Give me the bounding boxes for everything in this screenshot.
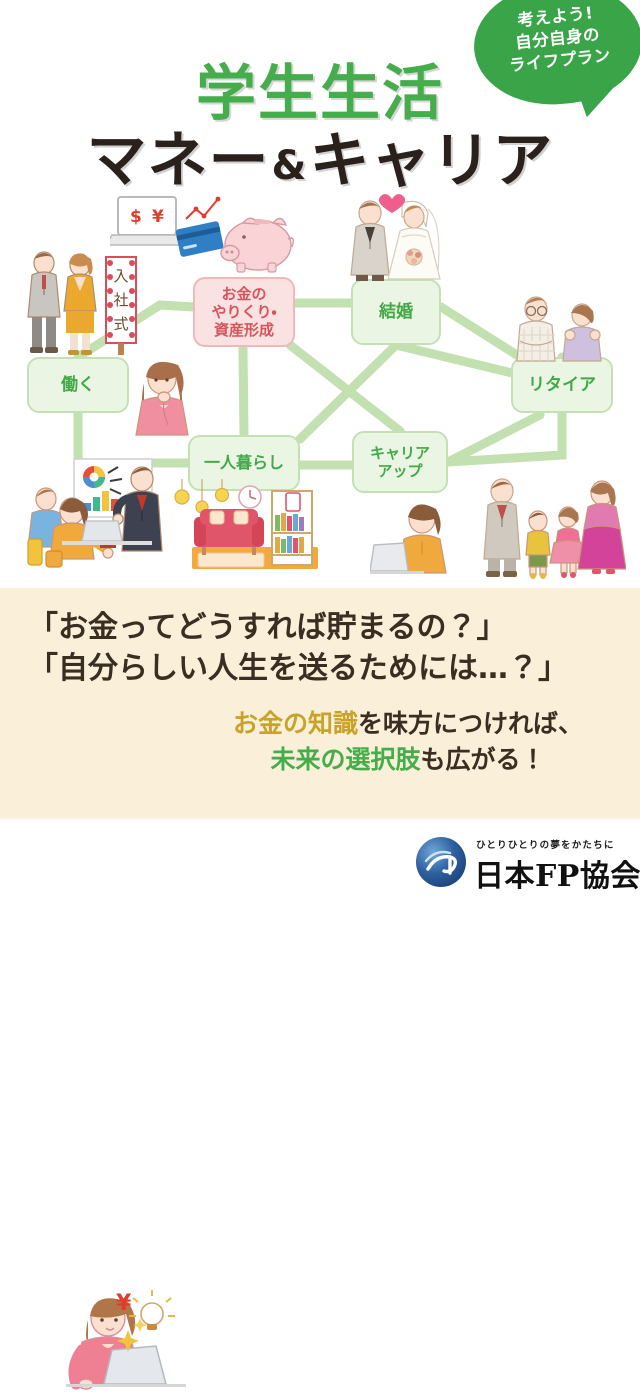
laptop-money-card-piggybank-illustration: $ ¥ [110,196,295,273]
quotes-block: 「お金ってどうすれば貯まるの？」 「自分らしい人生を送るためには…？」 [28,608,628,690]
ceremony-sign-char-1: 入 [113,267,128,285]
living-room-illustration [174,479,318,569]
title-money: マネー [86,126,270,196]
title-ampersand: & [271,143,308,189]
wedding-couple-illustration [350,193,441,281]
node-label: お金の やりくり・ 資産形成 [211,284,277,340]
diagram-node-living-alone[interactable]: 一人暮らし [188,435,300,491]
svg-text:$: $ [130,207,142,227]
cover-message-section: 「お金ってどうすれば貯まるの？」 「自分らしい人生を送るためには…？」 [0,588,640,1390]
message-highlight-future-options: 未来の選択肢 [270,744,421,774]
family-of-four-illustration [483,478,626,579]
message-rest-1: を味方につければ、 [358,709,584,738]
diagram-node-career-up[interactable]: キャリア アップ [352,431,448,493]
jafp-logo-mark-icon [416,837,466,887]
diagram-node-marriage[interactable]: 結婚 [351,279,441,345]
title-career: キャリア [309,126,554,196]
jafp-logo[interactable]: ひとりひとりの夢をかたちに 日本FP協会 [416,833,640,894]
seminar-presentation-illustration [27,458,163,568]
message-line-1: お金の知識を味方につければ、 [188,706,628,742]
message-rest-2: も広がる！ [420,744,546,774]
heart-icon [378,193,406,213]
node-label: 結婚 [379,301,413,322]
jafp-logo-name: 日本FP協会 [474,859,640,894]
woman-with-laptop-illustration [370,504,447,574]
retired-couple-illustration [516,296,602,362]
cover-footer: ひとりひとりの夢をかたちに 日本FP協会 [0,819,640,903]
key-message: お金の知識を味方につければ、 未来の選択肢も広がる！ [188,706,628,777]
quote-line-2: 「自分らしい人生を送るためには…？」 [28,650,568,686]
message-line-2: 未来の選択肢も広がる！ [188,742,628,778]
node-label: キャリア アップ [369,443,430,480]
node-label: 働く [61,374,95,395]
new-employee-ceremony-illustration: 入 社 式 [27,251,137,355]
page-title-secondary: マネー&キャリア [0,112,640,199]
thinking-woman-illustration [135,361,189,436]
node-label: 一人暮らし [203,453,284,473]
page-title-primary: 学生生活 [196,59,444,129]
message-highlight-money-knowledge: お金の知識 [232,709,358,738]
ceremony-sign-char-2: 社 [113,291,128,309]
woman-laptop-idea-illustration: ¥ [66,1290,186,1390]
quote-line-1: 「お金ってどうすれば貯まるの？」 [28,610,507,645]
svg-text:¥: ¥ [152,207,164,227]
cover-top-section: 考えよう! 自分自身の ライフプラン 学生生活 マネー&キャリア [0,0,640,588]
yen-icon: ¥ [116,1291,132,1316]
diagram-node-money-management[interactable]: お金の やりくり・ 資産形成 [193,277,295,347]
node-label: リタイア [528,374,596,395]
diagram-node-retire[interactable]: リタイア [511,357,613,413]
jafp-logo-tagline: ひとりひとりの夢をかたちに [476,840,615,851]
lifeplan-diagram: お金の やりくり・ 資産形成 結婚 働く リタイア 一人暮らし キャリア アップ [0,185,640,585]
ceremony-sign-char-3: 式 [113,315,128,333]
diagram-node-work[interactable]: 働く [27,357,129,413]
